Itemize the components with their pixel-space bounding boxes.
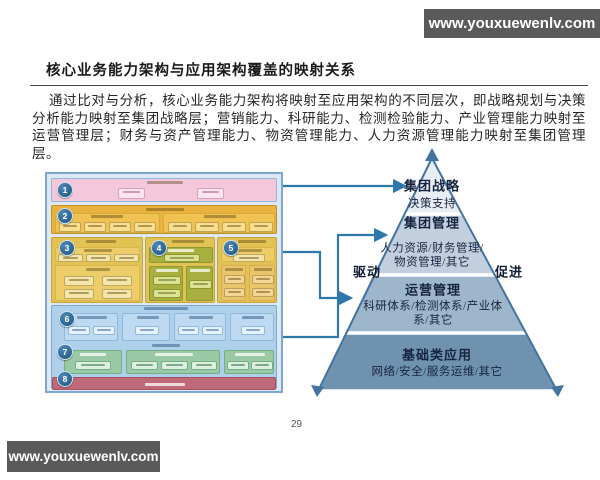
pyramid-tier3-subtitle: 科研体系/检测体系/产业体系/其它	[363, 300, 503, 327]
pyramid-left-side-label: 驱动	[352, 264, 382, 280]
stack-panel	[174, 313, 226, 341]
pyramid-tier4-title: 基础类应用	[401, 347, 473, 363]
pyramid-tier1-subtitle: 决策支持	[408, 198, 456, 210]
stack-band-1-strategy	[51, 178, 277, 202]
stack-box	[233, 254, 265, 262]
stack-box	[64, 276, 94, 286]
pyramid-tier2-subtitle: 人力资源/财务管理/物资管理/其它	[380, 242, 484, 269]
top-watermark-bar: www.youxuewenlv.com	[424, 9, 600, 38]
pyramid-right-edge-arrow	[432, 159, 557, 390]
stack-box	[131, 361, 158, 370]
stack-box	[222, 222, 246, 232]
stack-box	[224, 288, 245, 297]
stack-band-4-number: 4	[151, 240, 167, 256]
top-watermark-url: www.youxuewenlv.com	[428, 15, 596, 32]
stack-panel	[55, 247, 140, 262]
stack-box	[252, 288, 274, 297]
stack-box	[189, 280, 212, 289]
stack-box	[102, 276, 132, 286]
stack-band-6-number: 6	[59, 311, 75, 327]
stack-box	[64, 289, 94, 299]
stack-panel	[126, 350, 220, 374]
stack-band-8	[52, 377, 276, 390]
stack-box	[102, 289, 132, 299]
stack-band-3-number: 3	[59, 240, 75, 256]
stack-panel	[249, 265, 275, 301]
stack-box	[252, 275, 274, 284]
stack-box	[59, 222, 81, 232]
stack-box	[114, 254, 139, 262]
pyramid-bottomleft-arrowhead-icon	[311, 385, 324, 397]
pyramid-bottomright-arrowhead-icon	[551, 385, 564, 397]
page-number: 29	[291, 419, 303, 430]
stack-box	[75, 361, 111, 370]
stack-box	[191, 361, 217, 370]
pyramid-apex-arrowhead-icon	[425, 148, 439, 161]
stack-panel	[230, 313, 274, 341]
stack-panel	[64, 350, 122, 374]
stack-box	[224, 275, 245, 284]
stack-box	[118, 188, 145, 199]
stack-band-7-number: 7	[57, 344, 73, 360]
stack-box	[86, 254, 111, 262]
stack-box	[153, 289, 181, 298]
heading-divider	[30, 85, 588, 86]
stack-panel	[55, 213, 160, 233]
pyramid-tier1-title: 集团战略	[403, 178, 461, 194]
stack-box	[249, 222, 273, 232]
stack-band-2	[51, 205, 277, 234]
pyramid-tier4-subtitle: 网络/安全/服务运维/其它	[371, 366, 503, 378]
bottom-watermark-bar: www.youxuewenlv.com	[7, 441, 160, 472]
stack-band-8-number: 8	[57, 371, 73, 387]
connector-management-arrow	[283, 227, 389, 339]
stack-box	[241, 326, 265, 335]
stack-support-group	[51, 305, 277, 390]
stack-box	[195, 222, 219, 232]
stack-box	[168, 222, 192, 232]
stack-box	[178, 326, 199, 335]
stack-band-4	[145, 237, 215, 303]
stack-box	[227, 361, 249, 370]
stack-panel	[163, 213, 275, 233]
stack-box	[164, 254, 200, 262]
stack-band-1-number: 1	[57, 182, 73, 198]
stack-box	[197, 188, 224, 199]
stack-panel	[186, 266, 213, 301]
stack-box	[109, 222, 131, 232]
stack-box	[161, 361, 188, 370]
stack-band-3	[51, 237, 143, 303]
connector-operations-arrow	[283, 250, 354, 306]
stack-box	[68, 326, 90, 335]
pyramid-left-edge-arrow	[318, 159, 432, 390]
stack-band-5-number: 5	[223, 240, 239, 256]
stack-box	[84, 222, 106, 232]
stack-box	[251, 361, 273, 370]
stack-box	[135, 326, 159, 335]
page-title: 核心业务能力架构与应用架构覆盖的映射关系	[46, 63, 356, 79]
stack-panel	[224, 350, 274, 374]
stack-box	[153, 276, 181, 285]
pyramid-tier2-title: 集团管理	[403, 215, 461, 231]
bottom-watermark-url: www.youxuewenlv.com	[8, 449, 159, 464]
stack-panel	[221, 265, 246, 301]
stack-box	[202, 326, 223, 335]
body-paragraph: 通过比对与分析，核心业务能力架构将映射至应用架构的不同层次，即战略规划与决策分析…	[32, 93, 586, 161]
stack-panel	[122, 313, 170, 341]
stack-band-2-number: 2	[57, 208, 73, 224]
stack-box	[134, 222, 156, 232]
pyramid-right-side-label: 促进	[494, 264, 524, 280]
stack-panel	[149, 266, 183, 301]
stack-panel	[55, 265, 140, 301]
capability-stack: 1 2	[45, 172, 283, 393]
stack-box	[93, 326, 115, 335]
pyramid-tier3-title: 运营管理	[404, 282, 462, 298]
